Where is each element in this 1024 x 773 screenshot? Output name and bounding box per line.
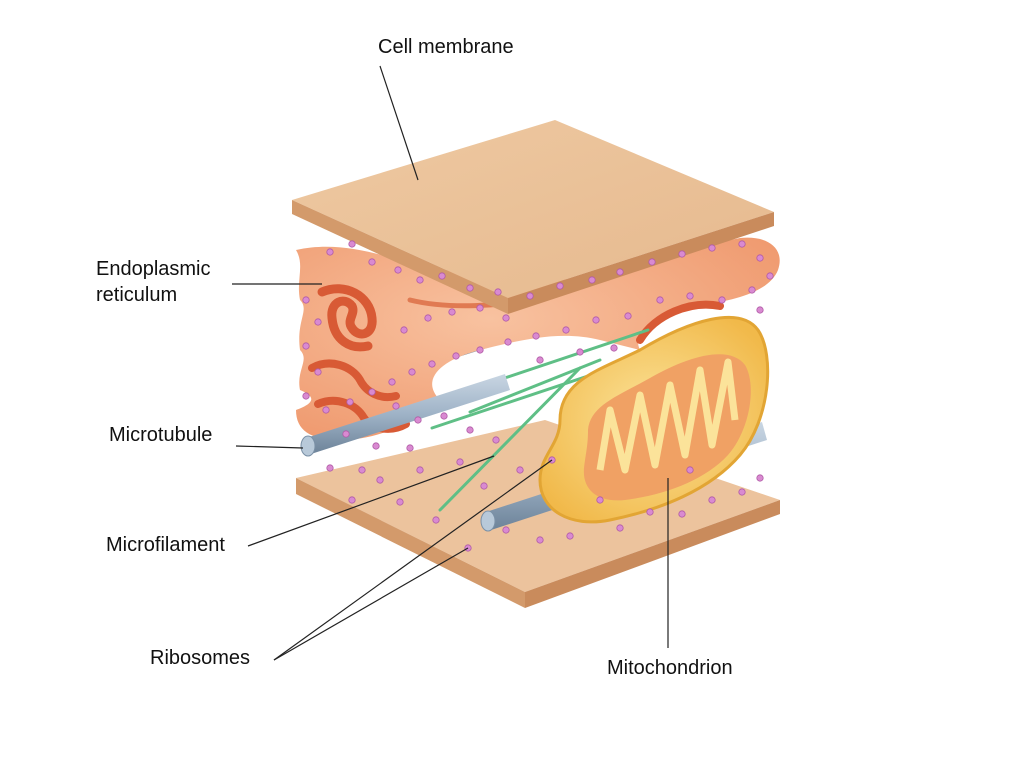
ribosome-dot (646, 508, 654, 516)
label-microfilament: Microfilament (106, 534, 225, 556)
ribosome-dot (302, 296, 310, 304)
ribosome-dot (342, 430, 350, 438)
ribosome-dot (408, 368, 416, 376)
ribosome-dot (322, 406, 330, 414)
ribosome-dot (414, 416, 422, 424)
ribosome-dot (432, 516, 440, 524)
ribosome-dot (708, 244, 716, 252)
ribosome-dot (686, 292, 694, 300)
ribosome-dot (396, 498, 404, 506)
ribosome-dot (502, 314, 510, 322)
ribosome-dot (536, 536, 544, 544)
microtubule-left (300, 374, 510, 457)
leader-microtubule (235, 445, 304, 449)
ribosome-dot (592, 316, 600, 324)
ribosome-dot (358, 466, 366, 474)
leader-ribosome-b (273, 547, 469, 661)
ribosome-dot (424, 314, 432, 322)
ribosome-dot (302, 392, 310, 400)
ribosome-dot (346, 398, 354, 406)
ribosome-dot (756, 254, 764, 262)
leader-cell-membrane (379, 65, 419, 181)
label-mitochondrion: Mitochondrion (607, 657, 733, 679)
leader-ribosome-a (273, 459, 553, 661)
ribosome-dot (494, 288, 502, 296)
ribosome-dot (326, 464, 334, 472)
ribosome-dot (476, 346, 484, 354)
label-cell-membrane: Cell membrane (378, 36, 514, 58)
label-er-line1: Endoplasmic (96, 258, 211, 280)
ribosome-dot (452, 352, 460, 360)
leader-lines (232, 65, 669, 661)
ribosome-dot (766, 272, 774, 280)
ribosome-dot (748, 286, 756, 294)
ribosome-dot (656, 296, 664, 304)
ribosome-dot (708, 496, 716, 504)
ribosome-dot (302, 342, 310, 350)
ribosome-dot (738, 488, 746, 496)
ribosome-dot (480, 482, 488, 490)
ribosome-dot (756, 474, 764, 482)
ribosome-dot (532, 332, 540, 340)
ribosome-dot (686, 466, 694, 474)
ribosome-dot (502, 526, 510, 534)
ribosome-dot (576, 348, 584, 356)
ribosome-dot (392, 402, 400, 410)
ribosome-dot (348, 240, 356, 248)
ribosome-dot (372, 442, 380, 450)
ribosome-dot (368, 258, 376, 266)
ribosome-dot (678, 510, 686, 518)
ribosome-dot (648, 258, 656, 266)
ribosome-dot (492, 436, 500, 444)
ribosome-dot (416, 276, 424, 284)
ribosome-dot (504, 338, 512, 346)
ribosome-dot (448, 308, 456, 316)
ribosome-dot (588, 276, 596, 284)
label-er-line2: reticulum (96, 284, 178, 306)
leader-microfilament (247, 455, 495, 547)
label-microtubule: Microtubule (109, 424, 213, 446)
ribosome-dot (406, 444, 414, 452)
label-ribosomes: Ribosomes (150, 647, 251, 669)
ribosome-dot (394, 266, 402, 274)
ribosome-dot (566, 532, 574, 540)
ribosome-dot (678, 250, 686, 258)
ribosome-dots (302, 240, 774, 552)
ribosome-dot (326, 248, 334, 256)
ribosome-dot (416, 466, 424, 474)
ribosome-dot (516, 466, 524, 474)
ribosome-dot (440, 412, 448, 420)
ribosome-dot (438, 272, 446, 280)
ribosome-dot (466, 426, 474, 434)
ribosome-dot (466, 284, 474, 292)
ribosome-dot (456, 458, 464, 466)
ribosome-dot (738, 240, 746, 248)
ribosome-dot (476, 304, 484, 312)
ribosome-dot (616, 268, 624, 276)
ribosome-dot (400, 326, 408, 334)
ribosome-dot (314, 368, 322, 376)
ribosome-dot (756, 306, 764, 314)
ribosome-dot (556, 282, 564, 290)
ribosome-dot (718, 296, 726, 304)
mitochondrion (538, 315, 770, 524)
ribosome-dot (536, 356, 544, 364)
ribosome-dot (596, 496, 604, 504)
ribosome-dot (616, 524, 624, 532)
ribosome-dot (314, 318, 322, 326)
ribosome-dot (610, 344, 618, 352)
ribosome-dot (526, 292, 534, 300)
ribosome-dot (348, 496, 356, 504)
ribosome-dot (368, 388, 376, 396)
ribosome-dot (388, 378, 396, 386)
ribosome-dot (428, 360, 436, 368)
ribosome-dot (562, 326, 570, 334)
ribosome-dot (624, 312, 632, 320)
ribosome-dot (376, 476, 384, 484)
